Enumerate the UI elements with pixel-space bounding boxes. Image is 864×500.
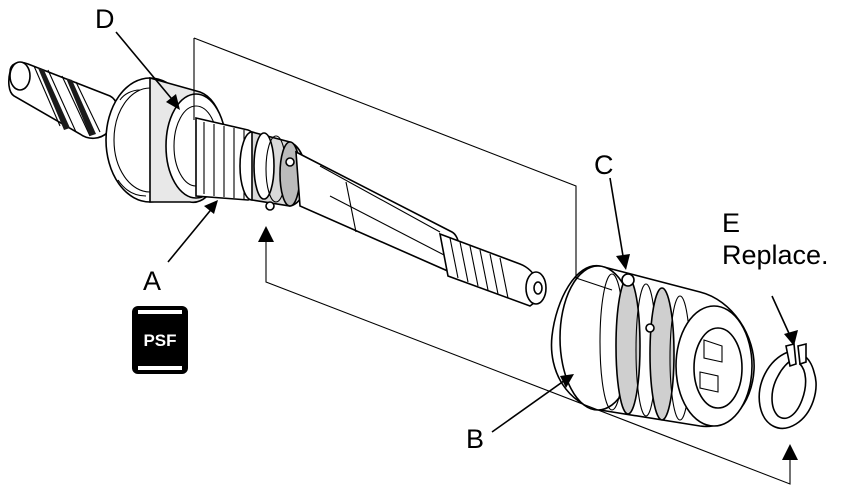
snap-ring: [758, 342, 817, 430]
label-e: E: [722, 208, 740, 238]
helical-gear: [8, 61, 119, 140]
output-spline: [438, 232, 547, 307]
arrow-d: [115, 31, 180, 110]
label-e-note: Replace.: [722, 240, 829, 270]
arrow-c: [609, 177, 630, 270]
label-d: D: [95, 4, 115, 34]
shaft-body: [295, 150, 461, 273]
label-b: B: [466, 424, 484, 454]
label-c: C: [594, 150, 614, 180]
mainshaft-assembly: [8, 61, 547, 307]
psf-badge-text: PSF: [143, 331, 176, 350]
arrow-to-groove: [258, 226, 274, 242]
label-a: A: [143, 266, 161, 296]
alignment-lines: [193, 37, 791, 485]
arrow-b: [491, 374, 574, 433]
arrow-to-ring: [782, 444, 798, 460]
arrow-to-flange: [167, 200, 218, 263]
psf-badge: PSF: [132, 306, 188, 374]
sleeve-hub: [550, 265, 755, 428]
arrow-e: [771, 295, 798, 346]
